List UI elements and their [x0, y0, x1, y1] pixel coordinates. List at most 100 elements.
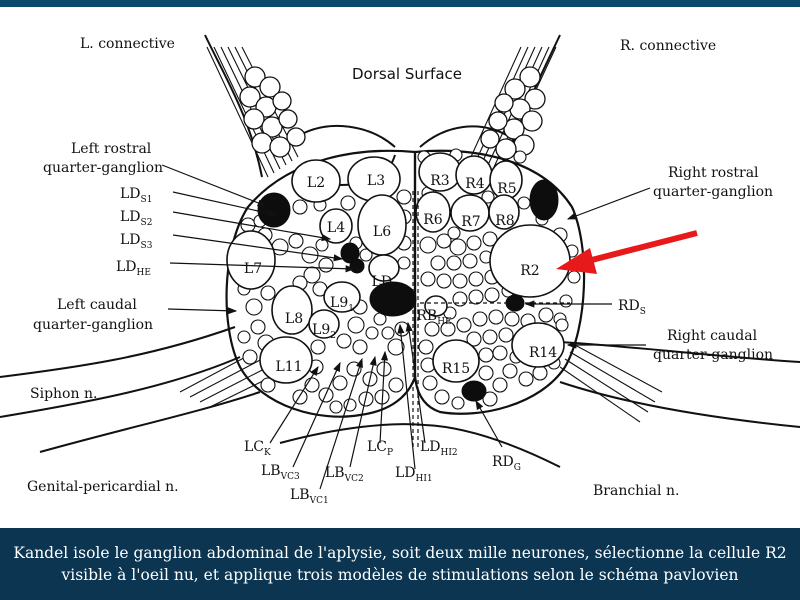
small-neuron	[484, 287, 500, 303]
caption-text: Kandel isole le ganglion abdominal de l'…	[13, 542, 786, 586]
label-lcp: LCP	[367, 439, 393, 458]
small-neuron	[502, 363, 518, 379]
label-ldhi2: LDHI2	[420, 439, 458, 458]
small-neuron	[436, 233, 452, 249]
small-neuron	[332, 375, 348, 391]
small-neuron	[555, 318, 569, 332]
small-neuron	[260, 377, 276, 393]
caption-line-1: Kandel isole le ganglion abdominal de l'…	[13, 544, 787, 562]
small-neuron	[504, 311, 520, 327]
ganglion-figure: Dorsal Surface L. connective Left rostra…	[0, 7, 800, 528]
label-left-caudal-2: quarter-ganglion	[33, 317, 153, 333]
label-siphon: Siphon n.	[30, 386, 97, 402]
label-ldhe: LDHE	[116, 259, 151, 278]
cell-r15-label: R15	[442, 361, 470, 377]
label-ldhi1: LDHI1	[395, 465, 433, 484]
label-lds2: LDS2	[120, 209, 152, 228]
small-neuron	[492, 345, 508, 361]
small-neuron	[466, 331, 482, 347]
label-right-caudal-2: quarter-ganglion	[653, 347, 773, 363]
cell-l9-2-label: L92	[312, 322, 336, 341]
cell-r4-label: R4	[465, 176, 485, 192]
small-neuron	[482, 391, 498, 407]
top-accent-bar	[0, 0, 800, 7]
small-neuron	[482, 329, 498, 345]
cell-ldg-label: LDG	[372, 274, 399, 292]
ganglion-outline	[0, 34, 800, 468]
small-neuron	[394, 321, 410, 337]
label-right-caudal-1: Right caudal	[667, 328, 758, 344]
small-neuron	[430, 255, 446, 271]
caption-line-2: visible à l'oeil nu, et applique trois m…	[61, 566, 739, 584]
right-connective-cluster	[480, 66, 546, 160]
label-right-rostral-2: quarter-ganglion	[653, 184, 773, 200]
small-neuron	[419, 236, 437, 254]
left-connective-cluster	[239, 66, 306, 158]
small-neuron	[462, 253, 478, 269]
small-neuron	[452, 291, 468, 307]
small-neuron	[436, 273, 452, 289]
small-neuron	[242, 349, 258, 365]
caption-bar: Kandel isole le ganglion abdominal de l'…	[0, 528, 800, 600]
small-neuron	[478, 365, 494, 381]
cell-r3-label: R3	[430, 173, 449, 189]
label-branchial: Branchial n.	[593, 483, 679, 499]
label-left-rostral-1: Left rostral	[71, 141, 152, 157]
diagram-header: Dorsal Surface	[352, 65, 462, 83]
small-neuron	[468, 271, 484, 287]
small-neuron	[447, 226, 461, 240]
label-right-rostral-1: Right rostral	[668, 165, 759, 181]
small-neuron	[292, 199, 308, 215]
small-neuron	[315, 238, 329, 252]
small-neuron	[359, 248, 373, 262]
small-neuron	[424, 321, 440, 337]
small-neuron	[365, 326, 379, 340]
label-rdg: RDG	[492, 454, 521, 473]
pointer-lines	[161, 164, 651, 490]
small-neuron	[388, 377, 404, 393]
small-neuron	[492, 377, 508, 393]
cell-l6-label: L6	[373, 224, 391, 240]
small-neuron	[518, 371, 534, 387]
small-neuron	[260, 285, 276, 301]
cell-r14-label: R14	[529, 345, 557, 361]
cell-labels: L2 L3 L4 L6 L7 L8 L91 L92 L11 LDG R3 R4 …	[244, 173, 557, 377]
small-neuron	[418, 339, 434, 355]
cell-l3-label: L3	[367, 173, 385, 189]
cell-l8-label: L8	[285, 311, 303, 327]
small-neuron	[466, 235, 482, 251]
small-neuron	[482, 231, 498, 247]
small-neuron	[420, 271, 436, 287]
cell-l4-label: L4	[327, 220, 345, 236]
label-left-caudal-1: Left caudal	[57, 297, 137, 313]
small-neuron	[387, 338, 405, 356]
cell-r5-label: R5	[497, 181, 516, 197]
small-neuron	[451, 396, 465, 410]
cell-l2-label: L2	[307, 175, 325, 191]
small-neuron	[472, 311, 488, 327]
cell-r2-label: R2	[520, 263, 539, 279]
small-neuron	[347, 316, 365, 334]
small-neuron	[303, 266, 321, 284]
small-neuron	[513, 150, 527, 164]
label-l-connective: L. connective	[80, 36, 175, 52]
small-neuron	[318, 257, 334, 273]
small-neuron	[237, 330, 251, 344]
label-left-rostral-2: quarter-ganglion	[43, 160, 163, 176]
small-neuron	[567, 270, 581, 284]
small-neuron	[422, 375, 438, 391]
label-rds: RDS	[618, 298, 646, 317]
small-neuron	[440, 321, 456, 337]
small-neuron	[381, 326, 395, 340]
cell-r8-label: R8	[495, 213, 514, 229]
quadrant-dividers	[412, 191, 570, 447]
label-r-connective: R. connective	[620, 38, 716, 54]
cell-l11-label: L11	[275, 359, 302, 375]
small-neuron	[538, 307, 554, 323]
small-neuron	[446, 255, 462, 271]
small-neuron	[336, 333, 352, 349]
cell-r7-label: R7	[461, 214, 480, 230]
cell-l7-label: L7	[244, 261, 262, 277]
small-neuron	[498, 327, 514, 343]
small-neuron	[517, 196, 531, 210]
